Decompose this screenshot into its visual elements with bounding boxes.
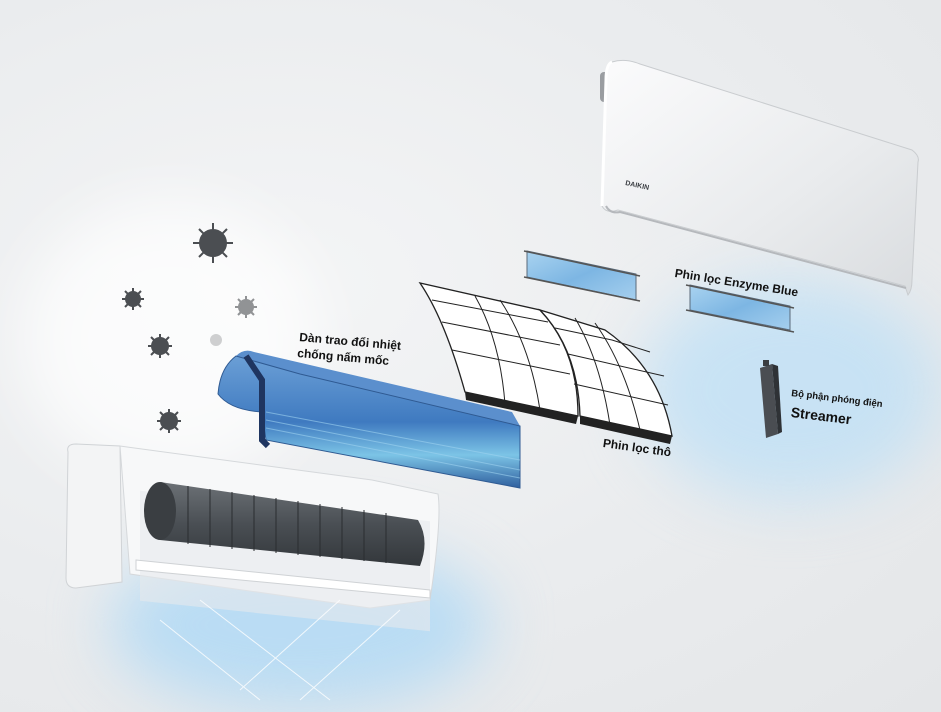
virus-icon bbox=[148, 334, 172, 358]
virus-icon bbox=[122, 288, 144, 310]
virus-icon bbox=[157, 409, 181, 433]
virus-icon bbox=[210, 334, 222, 346]
virus-icon bbox=[235, 296, 257, 318]
virus-icon bbox=[193, 223, 233, 263]
